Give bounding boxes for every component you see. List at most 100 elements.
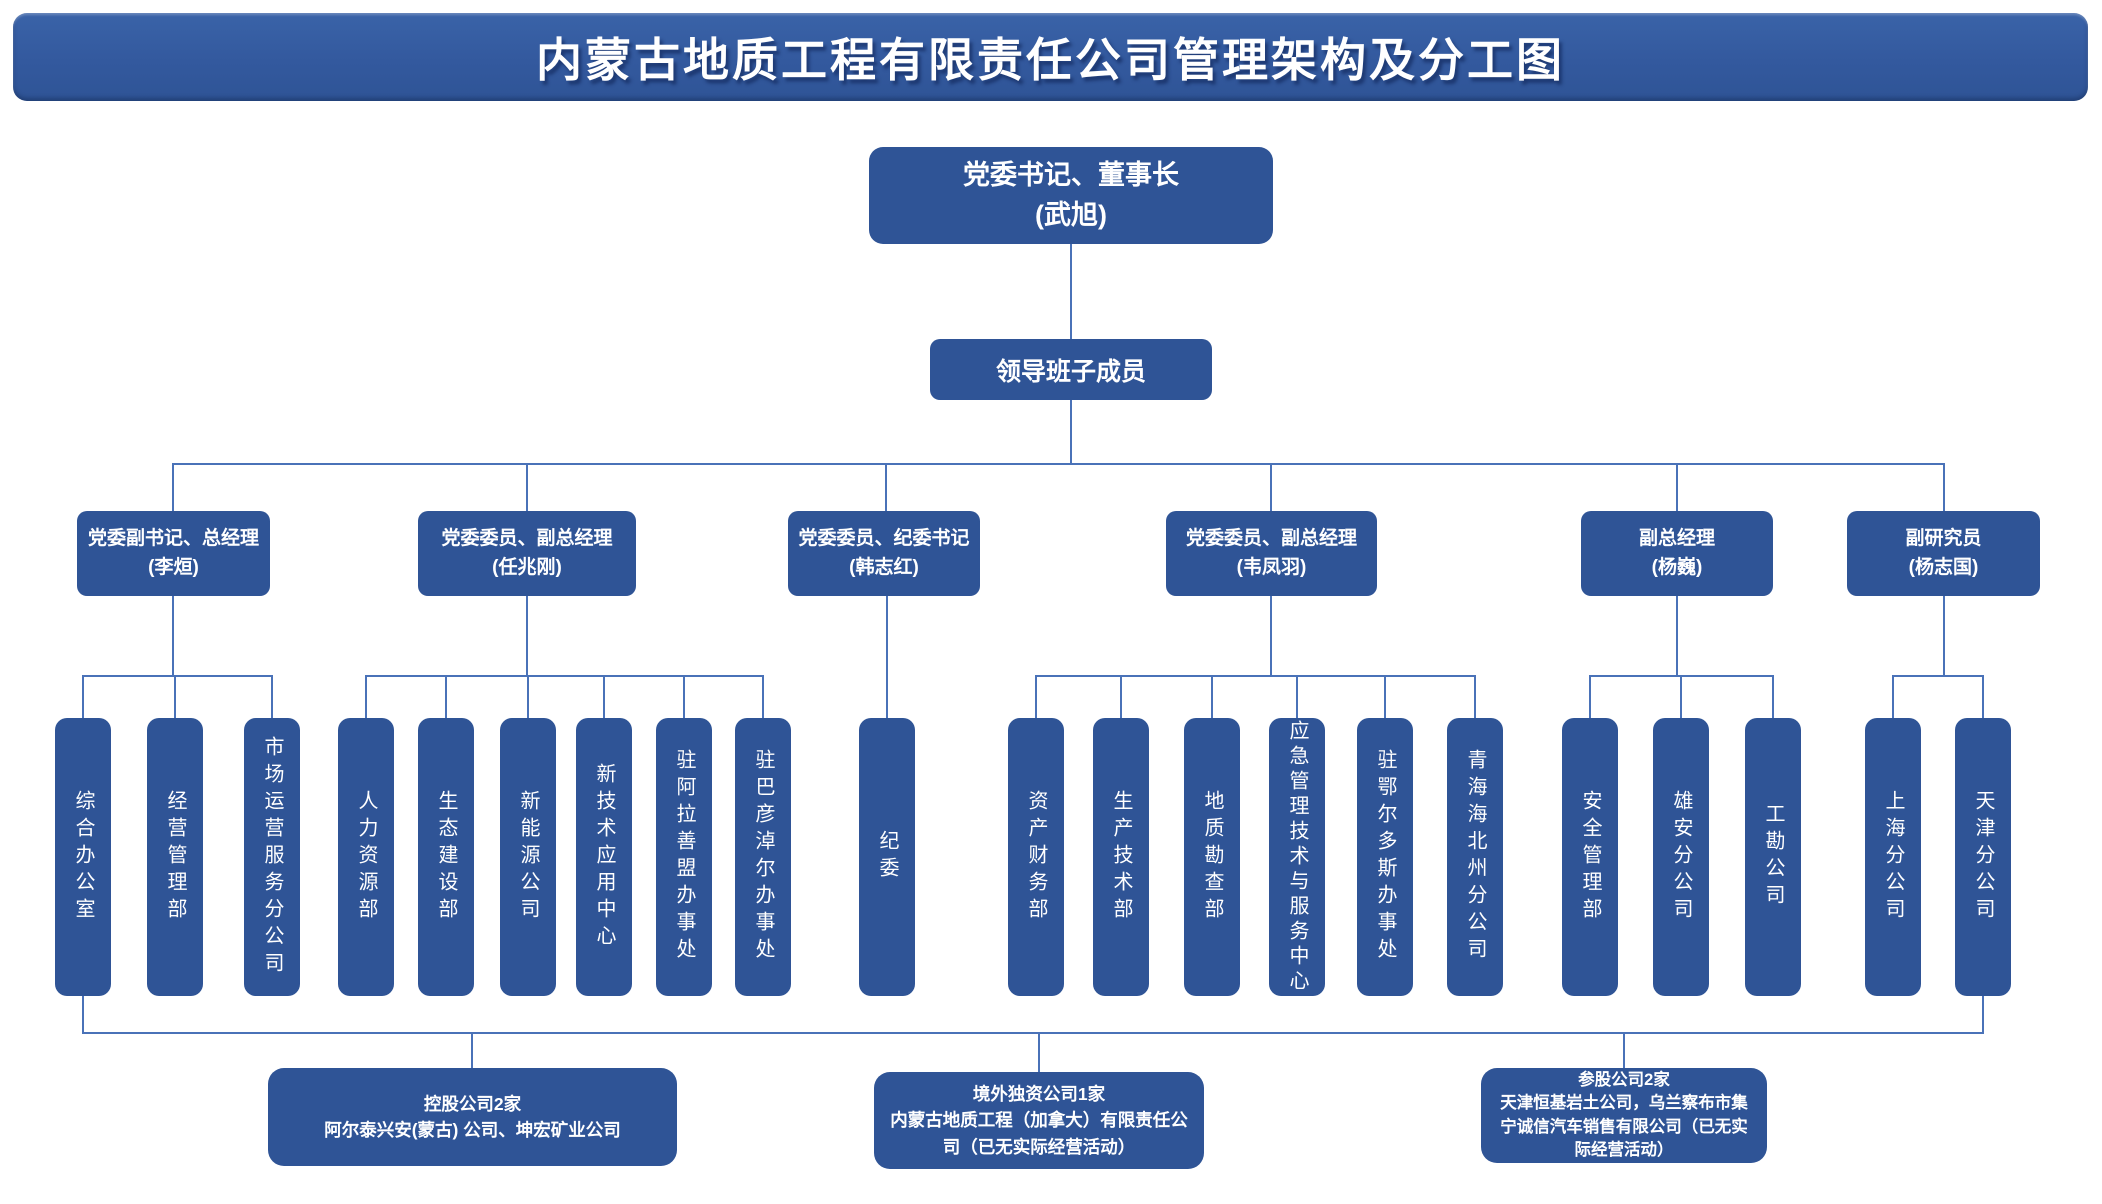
department-box: 新技术应用中心	[576, 718, 632, 996]
department-label: 新能源公司	[517, 789, 539, 925]
executive-box: 党委副书记、总经理 (李烜)	[77, 511, 270, 596]
department-box: 应急管理技术与服务中心	[1269, 718, 1325, 996]
department-label: 上海分公司	[1882, 789, 1904, 925]
connector-line	[271, 676, 273, 718]
connector-line	[526, 464, 528, 511]
department-label: 资产财务部	[1025, 789, 1047, 925]
connector-line	[174, 676, 176, 718]
connector-line	[1035, 675, 1476, 677]
department-label: 青海海北州分公司	[1464, 749, 1486, 965]
executive-box: 党委委员、副总经理 (韦凤羽)	[1166, 511, 1377, 596]
chairman-box: 党委书记、董事长 (武旭)	[869, 147, 1273, 244]
department-box: 市场运营服务分公司	[244, 718, 300, 996]
executive-role: 党委委员、纪委书记	[798, 528, 970, 549]
department-label: 人力资源部	[355, 789, 377, 925]
department-label: 驻巴彦淖尔办事处	[752, 749, 774, 965]
department-label: 综合办公室	[72, 789, 94, 925]
executive-name: (李烜)	[148, 556, 199, 578]
connector-line	[603, 676, 605, 718]
connector-line	[1982, 996, 1984, 1034]
department-box: 天津分公司	[1955, 718, 2011, 996]
executive-box: 党委委员、纪委书记 (韩志红)	[788, 511, 980, 596]
connector-line	[1296, 676, 1298, 718]
executive-role: 副总经理	[1638, 528, 1715, 549]
connector-line	[527, 676, 529, 718]
executive-name: (韩志红)	[849, 556, 919, 578]
connector-line	[886, 596, 888, 718]
executive-role: 党委委员、副总经理	[1185, 528, 1357, 549]
connector-line	[82, 996, 84, 1034]
leadership-label: 领导班子成员	[995, 357, 1146, 386]
subsidiary-heading: 参股公司2家	[1578, 1071, 1670, 1090]
department-label: 天津分公司	[1972, 789, 1994, 925]
subsidiary-heading: 控股公司2家	[423, 1093, 522, 1114]
connector-line	[82, 676, 84, 718]
department-label: 驻阿拉善盟办事处	[673, 749, 695, 965]
executive-box: 副研究员 (杨志国)	[1847, 511, 2040, 596]
department-box: 驻巴彦淖尔办事处	[735, 718, 791, 996]
connector-line	[1676, 464, 1678, 511]
connector-line	[762, 676, 764, 718]
executive-box: 党委委员、副总经理 (任兆刚)	[418, 511, 636, 596]
department-label: 应急管理技术与服务中心	[1286, 719, 1308, 995]
connector-line	[172, 596, 174, 676]
connector-line	[885, 464, 887, 511]
executive-name: (杨志国)	[1908, 556, 1979, 578]
subsidiary-heading: 境外独资公司1家	[972, 1084, 1106, 1105]
executive-role: 副研究员	[1905, 528, 1982, 549]
connector-line	[526, 596, 528, 676]
connector-line	[1384, 676, 1386, 718]
org-title-bar: 内蒙古地质工程有限责任公司管理架构及分工图	[13, 13, 2088, 101]
department-label: 新技术应用中心	[593, 762, 615, 952]
connector-line	[1982, 676, 1984, 718]
department-box: 生态建设部	[418, 718, 474, 996]
connector-line	[445, 676, 447, 718]
department-label: 生产技术部	[1110, 789, 1132, 925]
connector-line	[1943, 596, 1945, 676]
executive-name: (韦凤羽)	[1236, 556, 1307, 578]
department-label: 工勘公司	[1762, 803, 1784, 911]
department-box: 生产技术部	[1093, 718, 1149, 996]
subsidiary-box: 控股公司2家 阿尔泰兴安(蒙古) 公司、坤宏矿业公司	[268, 1068, 677, 1166]
subsidiary-box: 参股公司2家 天津恒基岩土公司，乌兰察布市集宁诚信汽车销售有限公司（已无实际经营…	[1481, 1068, 1767, 1163]
connector-line	[1035, 676, 1037, 718]
connector-line	[1070, 400, 1072, 464]
connector-line	[1680, 676, 1682, 718]
connector-line	[471, 1033, 473, 1068]
executive-role: 党委副书记、总经理	[87, 528, 259, 549]
department-box: 资产财务部	[1008, 718, 1064, 996]
connector-line	[1270, 596, 1272, 676]
executive-role: 党委委员、副总经理	[441, 528, 613, 549]
subsidiary-detail: 阿尔泰兴安(蒙古) 公司、坤宏矿业公司	[324, 1120, 621, 1140]
subsidiary-detail: 天津恒基岩土公司，乌兰察布市集宁诚信汽车销售有限公司（已无实际经营活动）	[1500, 1094, 1748, 1159]
connector-line	[1070, 244, 1072, 339]
connector-line	[172, 463, 1945, 465]
department-box: 综合办公室	[55, 718, 111, 996]
department-box: 地质勘查部	[1184, 718, 1240, 996]
executive-box: 副总经理 (杨巍)	[1581, 511, 1773, 596]
connector-line	[1892, 675, 1984, 677]
connector-line	[1623, 1033, 1625, 1068]
department-box: 经营管理部	[147, 718, 203, 996]
department-box: 驻阿拉善盟办事处	[656, 718, 712, 996]
connector-line	[365, 675, 764, 677]
connector-line	[1120, 676, 1122, 718]
department-label: 驻鄂尔多斯办事处	[1374, 749, 1396, 965]
department-label: 市场运营服务分公司	[261, 735, 283, 979]
department-box: 雄安分公司	[1653, 718, 1709, 996]
connector-line	[1211, 676, 1213, 718]
department-label: 安全管理部	[1579, 789, 1601, 925]
department-label: 经营管理部	[164, 789, 186, 925]
connector-line	[1038, 1033, 1040, 1072]
department-label: 生态建设部	[435, 789, 457, 925]
department-box: 人力资源部	[338, 718, 394, 996]
subsidiary-detail: 内蒙古地质工程（加拿大）有限责任公司（已无实际经营活动）	[890, 1110, 1188, 1157]
connector-line	[1772, 676, 1774, 718]
department-box: 纪委	[859, 718, 915, 996]
subsidiary-box: 境外独资公司1家 内蒙古地质工程（加拿大）有限责任公司（已无实际经营活动）	[874, 1072, 1204, 1169]
chairman-role: 党委书记、董事长	[963, 160, 1179, 191]
connector-line	[1943, 464, 1945, 511]
executive-name: (任兆刚)	[492, 556, 562, 578]
connector-line	[683, 676, 685, 718]
leadership-box: 领导班子成员	[930, 339, 1212, 400]
